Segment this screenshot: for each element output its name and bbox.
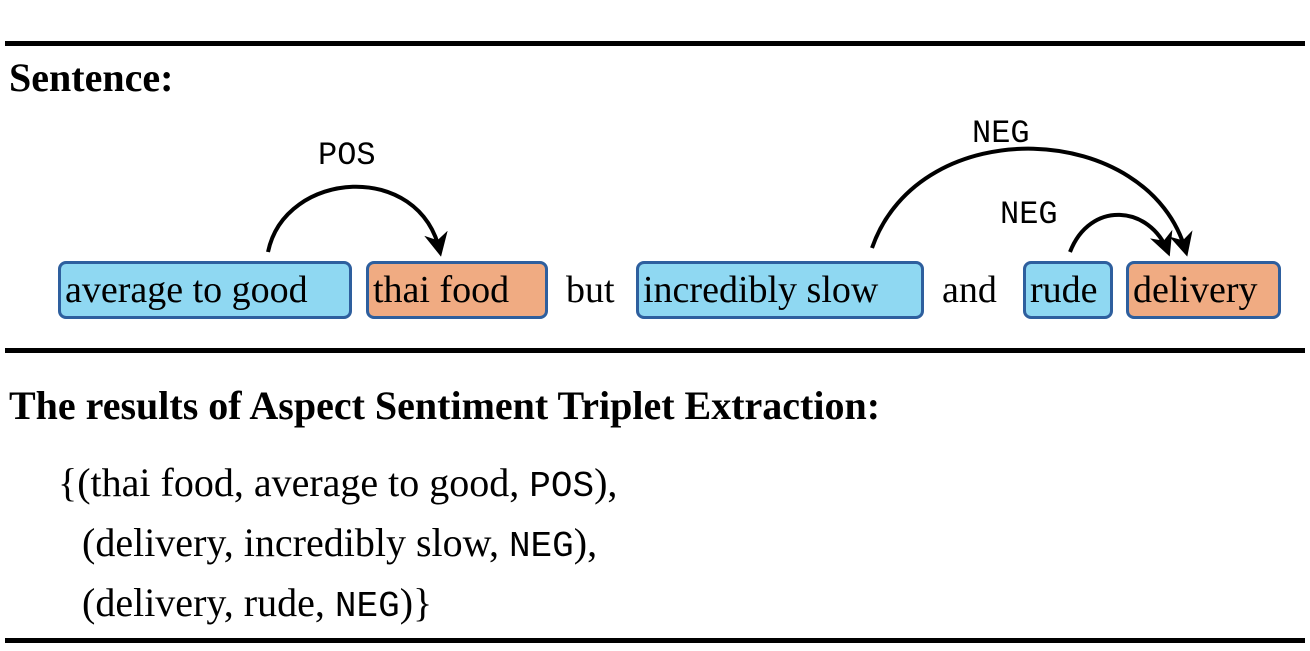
sentence-word-but: but	[566, 269, 615, 311]
sentence-word-and: and	[942, 269, 997, 311]
sentence-heading: Sentence:	[9, 55, 174, 100]
triplet-2: (delivery, incredibly slow, NEG),	[82, 520, 598, 567]
triplet-1-prefix: {(	[58, 460, 91, 505]
triplet-3-opinion: rude	[243, 580, 315, 625]
triplet-3: (delivery, rude, NEG)}	[82, 580, 433, 627]
triplet-3-aspect: delivery	[95, 580, 224, 625]
triplet-3-prefix: (	[82, 580, 96, 625]
triplet-2-polarity: NEG	[508, 526, 574, 567]
triplet-2-aspect: delivery	[95, 520, 224, 565]
arc-neg-rude	[1068, 212, 1173, 257]
middle-rule	[5, 348, 1305, 353]
arc-neg-slow	[870, 146, 1193, 257]
triplet-1-polarity: POS	[529, 466, 595, 507]
aspect-span-delivery: delivery	[1126, 261, 1281, 319]
triplet-1-aspect: thai food	[90, 460, 234, 505]
triplet-2-opinion: incredibly slow	[243, 520, 489, 565]
triplet-3-polarity: NEG	[334, 586, 400, 627]
triplet-2-suffix: ),	[573, 520, 598, 565]
triplet-1: {(thai food, average to good, POS),	[58, 460, 618, 507]
top-rule	[5, 41, 1305, 46]
opinion-span-average-to-good: average to good	[58, 261, 352, 319]
relation-label-neg-rude: NEG	[1000, 196, 1058, 233]
aspect-span-thai-food: thai food	[366, 261, 548, 319]
opinion-span-rude: rude	[1023, 261, 1113, 319]
triplet-2-prefix: (	[82, 520, 96, 565]
bottom-rule	[5, 638, 1305, 643]
relation-label-pos: POS	[318, 137, 376, 174]
triplet-3-suffix: )}	[399, 580, 433, 625]
results-heading: The results of Aspect Sentiment Triplet …	[9, 383, 881, 428]
arc-pos	[266, 184, 448, 257]
opinion-span-incredibly-slow: incredibly slow	[636, 261, 924, 319]
relation-label-neg-slow: NEG	[972, 115, 1030, 152]
triplet-1-opinion: average to good	[253, 460, 510, 505]
triplet-1-suffix: ),	[594, 460, 618, 505]
